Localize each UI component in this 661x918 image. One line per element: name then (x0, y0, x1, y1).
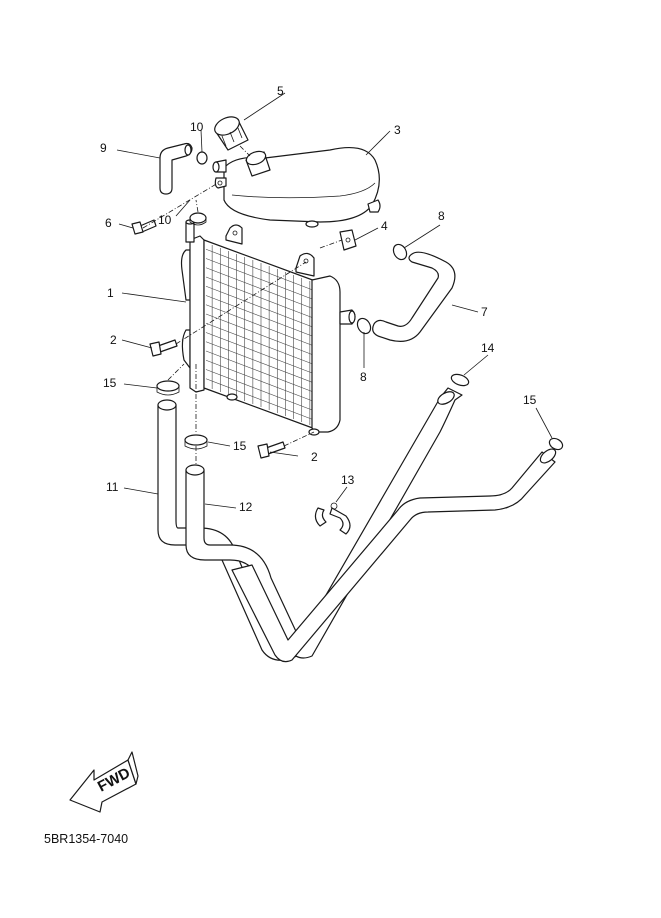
bolt-2-lower (257, 441, 286, 459)
hose-clamp-14 (450, 373, 470, 387)
callout-14: 14 (481, 341, 495, 355)
hose-return (231, 448, 557, 663)
clip-10-upper (196, 151, 208, 165)
callout-7: 7 (481, 305, 488, 319)
hose-holder-13 (314, 502, 351, 535)
reservoir-cap (214, 116, 249, 151)
radiator-fins (205, 245, 317, 425)
callout-3: 3 (394, 123, 401, 137)
callout-10: 10 (158, 213, 172, 227)
callout-15: 15 (523, 393, 537, 407)
callout-10: 10 (190, 120, 204, 134)
hose-clamp-15-middle (184, 434, 208, 450)
callout-8: 8 (438, 209, 445, 223)
clip-10-lower (189, 212, 207, 226)
callout-2: 2 (110, 333, 117, 347)
callout-11: 11 (106, 480, 119, 494)
fwd-arrow-icon: FWD (69, 751, 139, 813)
drawing-code: 5BR1354-7040 (44, 832, 129, 846)
breather-hose (159, 142, 193, 195)
radiator (180, 219, 356, 436)
callout-8: 8 (360, 370, 367, 384)
hose-clamp-8-lower (356, 317, 372, 335)
nut-clip-4 (339, 229, 357, 251)
callout-6: 6 (105, 216, 112, 230)
callout-4: 4 (381, 219, 388, 233)
callout-15: 15 (233, 439, 247, 453)
hose-clamp-15-left (156, 380, 180, 396)
hose-clamp-8-upper (392, 243, 408, 261)
reservoir-tank (212, 147, 381, 228)
callout-12: 12 (239, 500, 253, 514)
hose-14-end (437, 391, 455, 405)
callout-1: 1 (107, 286, 114, 300)
bolt-2-upper (149, 339, 178, 357)
callout-5: 5 (277, 84, 284, 98)
callout-2: 2 (311, 450, 318, 464)
hose-7 (372, 251, 456, 342)
callout-13: 13 (341, 473, 355, 487)
callout-9: 9 (100, 141, 107, 155)
callout-15: 15 (103, 376, 117, 390)
hose-clamp-15-right (548, 437, 564, 451)
